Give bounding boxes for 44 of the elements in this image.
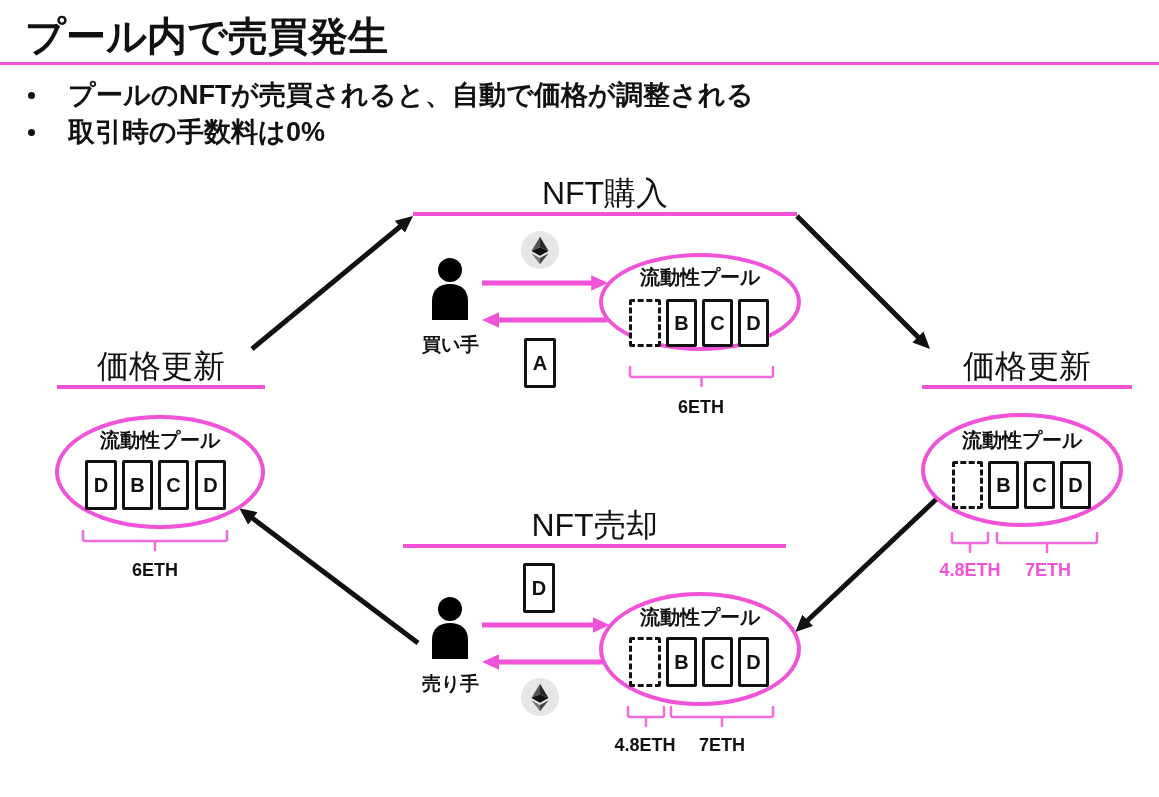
pool-label: 流動性プール: [640, 605, 760, 629]
stage-heading: 価格更新: [57, 349, 265, 389]
nft-card: D: [738, 637, 769, 687]
pool-label: 流動性プール: [962, 428, 1082, 452]
nft-card: D: [1060, 461, 1091, 509]
arrow: [250, 214, 415, 351]
arrow: [482, 312, 608, 328]
nft-card: D: [738, 299, 769, 347]
pool-label: 流動性プール: [640, 265, 760, 289]
amount-label: 4.8ETH: [614, 734, 676, 756]
stage-heading: NFT購入: [413, 176, 797, 216]
arrow: [482, 654, 603, 670]
amount-label: 7ETH: [699, 734, 745, 756]
nft-card: B: [666, 637, 697, 687]
nft-card: C: [702, 637, 733, 687]
nft-card: B: [666, 299, 697, 347]
bullet-text: プールのNFTが売買されると、自動で価格が調整される: [68, 79, 755, 112]
person-label: 買い手: [421, 334, 479, 356]
nft-card: C: [158, 460, 189, 510]
empty-card-slot: [952, 461, 983, 509]
person-label: 売り手: [421, 673, 479, 695]
nft-card: D: [85, 460, 117, 510]
arrow: [795, 214, 932, 351]
empty-card-slot: [629, 637, 661, 687]
empty-card-slot: [629, 299, 661, 347]
nft-card: A: [524, 338, 556, 388]
pool-label: 流動性プール: [100, 428, 220, 452]
nft-card: C: [702, 299, 733, 347]
arrow: [482, 617, 610, 633]
arrow: [793, 497, 939, 634]
stage-heading: NFT売却: [403, 508, 786, 548]
arrow: [237, 506, 420, 645]
amount-label: 4.8ETH: [939, 559, 1001, 581]
nft-card: D: [523, 563, 555, 613]
stage-heading: 価格更新: [922, 349, 1132, 389]
amount-label: 7ETH: [1025, 559, 1071, 581]
nft-card: B: [122, 460, 153, 510]
nft-card: D: [195, 460, 226, 510]
amount-label: 6ETH: [132, 559, 178, 581]
nft-card: B: [988, 461, 1019, 509]
nft-card: C: [1024, 461, 1055, 509]
amount-label: 6ETH: [678, 396, 724, 418]
page-title: プール内で売買発生: [25, 13, 388, 60]
bullet-text: 取引時の手数料は0%: [68, 116, 326, 149]
